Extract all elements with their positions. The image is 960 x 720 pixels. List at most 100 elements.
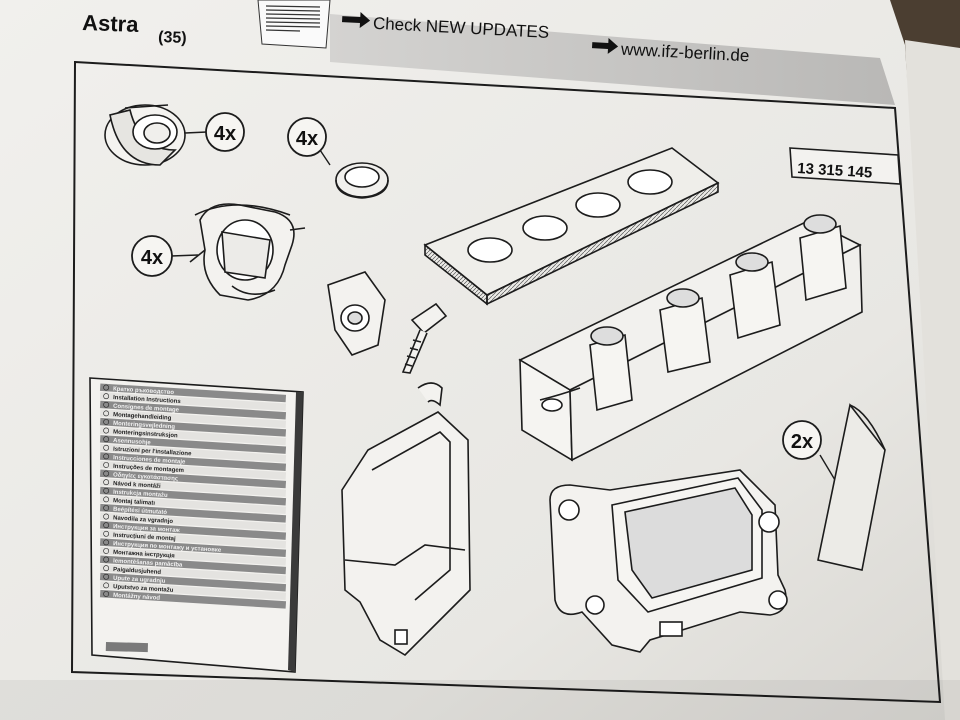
booklet-line-bar bbox=[99, 417, 287, 437]
language-flag-icon bbox=[103, 522, 110, 529]
screw-drawing bbox=[401, 302, 448, 374]
booklet-line-text: Monteringsvejledning bbox=[113, 421, 176, 431]
language-flag-icon bbox=[103, 453, 110, 460]
language-flag-icon bbox=[103, 470, 110, 477]
language-flag-icon bbox=[103, 427, 110, 434]
language-flag-icon bbox=[103, 496, 110, 503]
booklet-line-bar bbox=[99, 555, 287, 575]
booklet-line: Monteringsinstruksjon bbox=[99, 426, 287, 446]
language-flag-icon bbox=[103, 462, 110, 468]
sensor-grommet-drawing bbox=[104, 104, 186, 166]
language-flag-icon bbox=[103, 539, 110, 546]
booklet-line: Instrucțiuni de montaj bbox=[99, 529, 287, 549]
booklet-line: Paigaldusjuhend bbox=[99, 564, 287, 583]
language-flag-icon bbox=[103, 556, 110, 563]
qty-label-2: 4x bbox=[296, 128, 318, 150]
qty-bubble-ring: 4x bbox=[287, 117, 331, 166]
bracket-drawing bbox=[341, 382, 471, 657]
booklet-line-bar bbox=[99, 383, 287, 403]
part-number: 13 315 145 bbox=[797, 160, 873, 182]
booklet-line-bar bbox=[99, 443, 287, 463]
booklet-line: Consignes de montage bbox=[99, 400, 287, 420]
booklet-line-bar bbox=[99, 589, 287, 609]
booklet-line-bar bbox=[99, 581, 287, 601]
booklet-line: Монтажна інструкція bbox=[99, 546, 287, 566]
booklet-line-text: Upute za ugradnju bbox=[113, 576, 166, 585]
booklet-line-text: Navodila za vgradnjo bbox=[113, 515, 174, 525]
booklet-line-text: Beépítési útmutató bbox=[113, 507, 168, 516]
model-name: Astra bbox=[82, 10, 140, 37]
qty-bubble-grommet: 4x bbox=[184, 112, 245, 152]
language-flag-icon bbox=[103, 410, 110, 417]
qty-label-1: 4x bbox=[214, 123, 236, 145]
booklet-line-text: Iemontēšanas pamācība bbox=[113, 558, 183, 568]
booklet-line: Кратко ръководство bbox=[99, 383, 287, 403]
part-number-box bbox=[789, 147, 901, 185]
language-flag-icon bbox=[103, 513, 110, 520]
language-flag-icon bbox=[103, 565, 110, 572]
booklet-line: Инструкция за монтаж bbox=[99, 521, 287, 540]
language-flag-icon bbox=[103, 573, 110, 580]
language-flag-icon bbox=[103, 591, 110, 597]
booklet-line-text: Instrukcja montażu bbox=[113, 490, 168, 499]
header-bar bbox=[330, 14, 895, 105]
booklet-line-bar bbox=[99, 529, 287, 549]
booklet-line-text: Montaj talimatı bbox=[113, 498, 156, 507]
language-flag-icon bbox=[103, 384, 110, 391]
booklet-line-bar bbox=[99, 460, 287, 480]
clip-nut-drawing bbox=[327, 271, 386, 356]
booklet-line: Monteringsvejledning bbox=[99, 417, 287, 437]
booklet-line: Uputstvo za montažu bbox=[99, 581, 287, 601]
language-flag-icon bbox=[103, 479, 110, 486]
booklet-line: Montážny návod bbox=[99, 589, 287, 609]
language-flag-icon bbox=[103, 401, 110, 408]
booklet-line-text: Installation Instructions bbox=[113, 395, 182, 405]
booklet-line-bar bbox=[99, 538, 287, 558]
booklet-line-bar bbox=[99, 495, 287, 515]
header-thumbnail bbox=[257, 0, 331, 49]
qty-label-3: 4x bbox=[141, 247, 163, 269]
booklet-line-text: Кратко ръководство bbox=[113, 386, 175, 396]
sensor-holder-drawing bbox=[189, 203, 306, 301]
diagram-frame bbox=[70, 60, 942, 704]
booklet-line-text: Instrucțiuni de montaj bbox=[113, 533, 176, 543]
booklet-line-text: Monteringsinstruksjon bbox=[113, 429, 178, 439]
language-flag-icon bbox=[103, 444, 110, 451]
drilling-template-drawing bbox=[423, 147, 720, 306]
language-flag-icon bbox=[103, 487, 110, 494]
adhesive-pad-drawing bbox=[817, 403, 886, 571]
bottom-shadow bbox=[0, 680, 960, 720]
language-flag-icon bbox=[103, 548, 110, 554]
booklet-line-text: Οδηγίες εγκατάστασης bbox=[113, 472, 178, 482]
booklet-line-bar bbox=[99, 426, 287, 446]
booklet-line-text: Инструкция за монтаж bbox=[113, 524, 181, 534]
booklet-line: Instrukcja montażu bbox=[99, 486, 287, 506]
booklet-line-text: Montagehandleiding bbox=[113, 412, 172, 422]
booklet-line: Iemontēšanas pamācība bbox=[99, 555, 287, 575]
booklet-line: Beépítési útmutató bbox=[99, 503, 287, 523]
language-flag-icon bbox=[103, 393, 110, 400]
booklet-line-bar bbox=[99, 392, 287, 411]
booklet-line: Návod k montáži bbox=[99, 478, 287, 497]
qty-label-4: 2x bbox=[791, 431, 813, 453]
booklet-line: Οδηγίες εγκατάστασης bbox=[99, 469, 287, 489]
sensor-foam-block-drawing bbox=[518, 214, 863, 462]
qty-bubble-pad: 2x bbox=[782, 420, 836, 481]
booklet-line-bar bbox=[99, 486, 287, 506]
language-flag-icon bbox=[103, 419, 110, 425]
language-flag-icon bbox=[103, 582, 110, 589]
booklet-line-bar bbox=[99, 400, 287, 420]
booklet-logo bbox=[105, 642, 148, 653]
booklet-line-text: Consignes de montage bbox=[113, 404, 180, 414]
booklet-line-bar bbox=[99, 469, 287, 489]
model-code: (35) bbox=[158, 29, 187, 47]
booklet-line-bar bbox=[99, 478, 287, 497]
booklet-line-text: Instruções de montagem bbox=[113, 464, 184, 474]
booklet-line: Installation Instructions bbox=[99, 392, 287, 411]
booklet-line-text: Монтажна інструкція bbox=[113, 550, 176, 560]
booklet-line-text: Návod k montáži bbox=[113, 481, 161, 490]
